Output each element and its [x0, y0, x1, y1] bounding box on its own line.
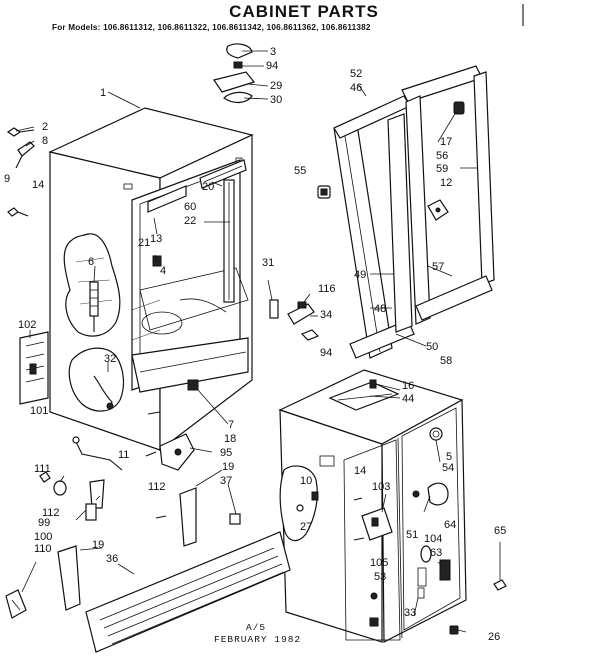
top-trim-parts	[199, 159, 247, 189]
leveling-foot	[5, 589, 27, 619]
callout: 102	[18, 319, 36, 331]
callout: 49	[354, 269, 366, 281]
callout: 52	[350, 68, 362, 80]
callout: 46	[350, 82, 362, 94]
callout: 112	[42, 507, 60, 519]
callout: 2	[42, 121, 48, 133]
heater-wire	[93, 375, 113, 409]
hinge-screw-parts	[6, 127, 35, 217]
callout: 60	[184, 201, 196, 213]
callout: 37	[220, 475, 232, 487]
callout: 7	[228, 419, 234, 431]
drawing-code: A/5	[246, 622, 267, 633]
callout: 59	[436, 163, 448, 175]
callout: 19	[92, 539, 104, 551]
switch-button	[453, 101, 465, 115]
callout: 17	[440, 136, 452, 148]
callout: 21	[138, 237, 150, 249]
callout: 110	[34, 543, 52, 555]
base-grille	[85, 531, 291, 653]
control-knob	[429, 427, 443, 441]
diagram-title: CABINET PARTS	[229, 2, 379, 21]
callout: 31	[262, 257, 274, 269]
callout: 104	[424, 533, 442, 545]
leader-lines	[15, 50, 501, 633]
drain-tube	[75, 441, 123, 471]
callout: 116	[318, 283, 336, 295]
callout-labels: 1 2 8 9 14 3 94 29 30 52 46 17 56 59 12 …	[4, 46, 506, 643]
callout: 10	[300, 475, 312, 487]
callout: 5	[446, 451, 452, 463]
callout: 11	[118, 449, 129, 461]
callout: 9	[4, 173, 10, 185]
callout: 112	[148, 481, 166, 493]
callout: 103	[372, 481, 390, 493]
callout: 32	[104, 353, 116, 365]
callout: 48	[374, 303, 386, 315]
callout: 19	[222, 461, 234, 473]
callout: 14	[32, 179, 44, 191]
callout: 50	[426, 341, 438, 353]
callout: 33	[404, 607, 416, 619]
callout: 100	[34, 531, 52, 543]
callout: 95	[220, 447, 232, 459]
callout: 29	[270, 80, 282, 92]
cabinet-liner	[278, 369, 467, 643]
callout: 27	[300, 521, 312, 533]
control-bracket	[19, 331, 49, 405]
callout: 13	[150, 233, 162, 245]
callout: 4	[160, 265, 166, 277]
callout: 22	[184, 215, 196, 227]
callout: 53	[374, 571, 386, 583]
callout: 56	[436, 150, 448, 162]
callout: 12	[440, 177, 452, 189]
model-list: For Models: 106.8611312, 106.8611322, 10…	[52, 23, 371, 32]
callout: 105	[370, 557, 388, 569]
callout: 99	[38, 517, 50, 529]
top-hinge-parts	[213, 43, 256, 104]
callout: 14	[354, 465, 366, 477]
door-trim-frames	[333, 65, 495, 359]
drawing-date: FEBRUARY 1982	[214, 634, 302, 645]
callout: 44	[402, 393, 414, 405]
callout: 54	[442, 462, 454, 474]
callout: 58	[440, 355, 452, 367]
callout: 18	[224, 433, 236, 445]
callout: 6	[88, 256, 94, 268]
callout: 64	[444, 519, 456, 531]
callout: 94	[320, 347, 332, 359]
callout: 20	[202, 181, 214, 193]
callout: 51	[406, 529, 418, 541]
callout: 30	[270, 94, 282, 106]
callout: 34	[320, 309, 332, 321]
callout: 3	[270, 46, 276, 58]
callout: 36	[106, 553, 118, 565]
callout: 55	[294, 165, 306, 177]
center-hinge-bracket	[269, 299, 279, 319]
callout: 16	[402, 380, 414, 392]
callout: 8	[42, 135, 48, 147]
callout: 26	[488, 631, 500, 643]
callout: 57	[432, 261, 444, 273]
callout: 111	[34, 463, 51, 475]
callout: 65	[494, 525, 506, 537]
callout: 1	[100, 87, 106, 99]
callout: 101	[30, 405, 48, 417]
callout: 94	[266, 60, 278, 72]
callout: 63	[430, 547, 442, 559]
